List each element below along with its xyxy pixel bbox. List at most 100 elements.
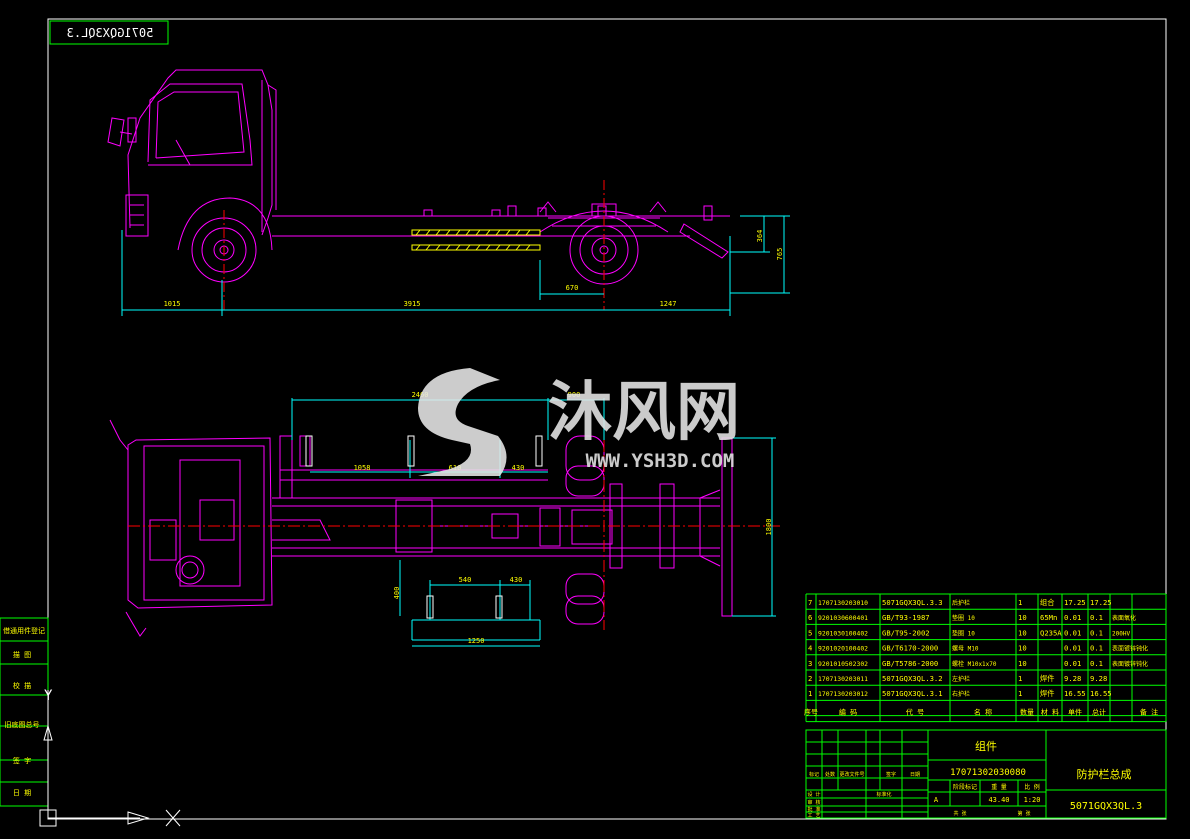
table-cell: 表面镀锌钝化 bbox=[1112, 660, 1148, 668]
table-header: 备 注 bbox=[1140, 707, 1158, 716]
table-cell: 0.01 bbox=[1064, 628, 1081, 637]
table-header: 代 号 bbox=[906, 707, 924, 716]
table-cell: 0.1 bbox=[1090, 644, 1103, 653]
table-cell: 右护栏 bbox=[952, 690, 970, 698]
table-cell: 16.55 bbox=[1090, 689, 1112, 698]
table-cell: 0.1 bbox=[1090, 628, 1103, 637]
table-cell: 0.1 bbox=[1090, 613, 1103, 622]
table-cell: 9201030600401 bbox=[818, 614, 868, 622]
dim-label: 1015 bbox=[164, 300, 181, 308]
table-header: 总计 bbox=[1092, 707, 1106, 716]
table-cell: 0.1 bbox=[1090, 659, 1103, 668]
table-cell: GB/T5786-2000 bbox=[882, 659, 938, 668]
table-cell: 9201010502302 bbox=[818, 660, 868, 668]
watermark: 沐风网 WWW.YSH3D.COM bbox=[418, 368, 740, 476]
role-label: 更改文件号 bbox=[839, 771, 864, 778]
table-cell: 焊件 bbox=[1040, 689, 1054, 698]
table-cell: GB/T95-2002 bbox=[882, 628, 930, 637]
table-cell: GB/T6170-2000 bbox=[882, 644, 938, 653]
dim-label: 400 bbox=[393, 587, 401, 600]
role-label: 工 艺 bbox=[807, 813, 820, 819]
dim-label: 3915 bbox=[404, 300, 421, 308]
table-cell: 10 bbox=[1018, 644, 1027, 653]
left-stamp-column: 借通用件登记 描 图 校 描 旧底图总号 签 字 日 期 bbox=[0, 617, 49, 807]
table-cell: 5071GQX3QL.3.1 bbox=[882, 689, 943, 698]
table-header: 编 码 bbox=[839, 707, 857, 716]
weight-value: 43.40 bbox=[988, 796, 1009, 804]
table-cell: 螺母 M10 bbox=[952, 645, 979, 653]
table-cell: 后护栏 bbox=[952, 599, 970, 607]
dim-label: 1250 bbox=[468, 637, 485, 645]
stage-value: A bbox=[934, 796, 939, 804]
stamp-label: 旧底图总号 bbox=[5, 720, 40, 729]
table-cell: 表面氧化 bbox=[1112, 614, 1136, 622]
title-block bbox=[805, 729, 1167, 819]
title-block-text: 组件 17071302030080 防护栏总成 5071GQX3QL.3 阶段标… bbox=[807, 739, 1142, 819]
role-label: 批 准 bbox=[807, 806, 820, 813]
dim-label: 540 bbox=[459, 576, 472, 584]
table-cell: 17.25 bbox=[1064, 598, 1086, 607]
table-header: 名 称 bbox=[974, 707, 992, 716]
dim-label: 430 bbox=[512, 464, 525, 472]
table-header: 序号 bbox=[804, 707, 818, 716]
stamp-label: 校 描 bbox=[13, 681, 31, 690]
role-label: 设 计 bbox=[807, 791, 820, 798]
table-cell: 5 bbox=[808, 628, 812, 637]
plan-center-lines bbox=[128, 420, 780, 630]
table-cell: 17.25 bbox=[1090, 598, 1112, 607]
truck-plan-view bbox=[109, 419, 733, 637]
role-label: 日期 bbox=[910, 772, 920, 778]
dim-label: 670 bbox=[566, 284, 579, 292]
table-cell: 1707130203012 bbox=[818, 690, 868, 698]
dim-label: 900 bbox=[568, 391, 581, 399]
role-label: 标准化 bbox=[876, 791, 891, 798]
table-cell: 1707130203010 bbox=[818, 599, 868, 607]
role-label: 标记 bbox=[809, 771, 819, 778]
side-dimension-texts: 1015 3915 670 1247 364 765 bbox=[164, 230, 784, 308]
mirrored-drawing-number: 5071GQX3QL.3 bbox=[67, 26, 154, 40]
scale-label: 比 例 bbox=[1024, 783, 1040, 791]
side-guard-rails bbox=[411, 229, 541, 251]
stamp-label: 借通用件登记 bbox=[3, 626, 45, 635]
table-cell: 1 bbox=[1018, 689, 1022, 698]
table-cell: 垫圈 10 bbox=[952, 629, 975, 637]
dim-label: 364 bbox=[756, 230, 764, 243]
table-cell: GB/T93-1987 bbox=[882, 613, 930, 622]
table-cell: 表面镀锌钝化 bbox=[1112, 645, 1148, 653]
dim-label: 2460 bbox=[412, 391, 429, 399]
svg-text:Y: Y bbox=[44, 688, 53, 704]
stamp-label: 描 图 bbox=[13, 650, 31, 659]
ucs-icon: Y bbox=[39, 688, 181, 827]
dim-label: 1247 bbox=[660, 300, 677, 308]
side-center-lines bbox=[223, 180, 605, 310]
table-cell: 200HV bbox=[1112, 630, 1130, 637]
truck-side-view bbox=[107, 69, 730, 285]
table-cell: 螺栓 M10x1x70 bbox=[952, 660, 997, 668]
table-cell: 4 bbox=[808, 644, 812, 653]
role-label: 审 核 bbox=[807, 799, 820, 806]
scale-value: 1:20 bbox=[1024, 796, 1041, 804]
stamp-label: 签 字 bbox=[13, 756, 31, 765]
part-name: 防护栏总成 bbox=[1077, 767, 1132, 781]
table-cell: 3 bbox=[808, 659, 812, 668]
table-cell: 10 bbox=[1018, 613, 1027, 622]
table-cell: 1 bbox=[808, 689, 812, 698]
dim-label: 1800 bbox=[765, 519, 773, 536]
plan-dimensions bbox=[291, 398, 776, 647]
table-cell: 1 bbox=[1018, 598, 1022, 607]
table-cell: 9.28 bbox=[1090, 674, 1107, 683]
watermark-url: WWW.YSH3D.COM bbox=[586, 450, 735, 472]
table-cell: 1707130203011 bbox=[818, 675, 868, 683]
table-cell: 0.01 bbox=[1064, 659, 1081, 668]
table-cell: Q235A bbox=[1040, 628, 1062, 637]
table-cell: 0.01 bbox=[1064, 613, 1081, 622]
assembly-code: 17071302030080 bbox=[950, 768, 1026, 778]
dim-label: 1058 bbox=[354, 464, 371, 472]
plan-guard-posts bbox=[305, 435, 543, 619]
mirrored-number-box: 5071GQX3QL.3 bbox=[49, 20, 169, 45]
table-cell: 垫圈 10 bbox=[952, 614, 975, 622]
part-number: 5071GQX3QL.3 bbox=[1070, 801, 1142, 812]
table-cell: 9.28 bbox=[1064, 674, 1081, 683]
